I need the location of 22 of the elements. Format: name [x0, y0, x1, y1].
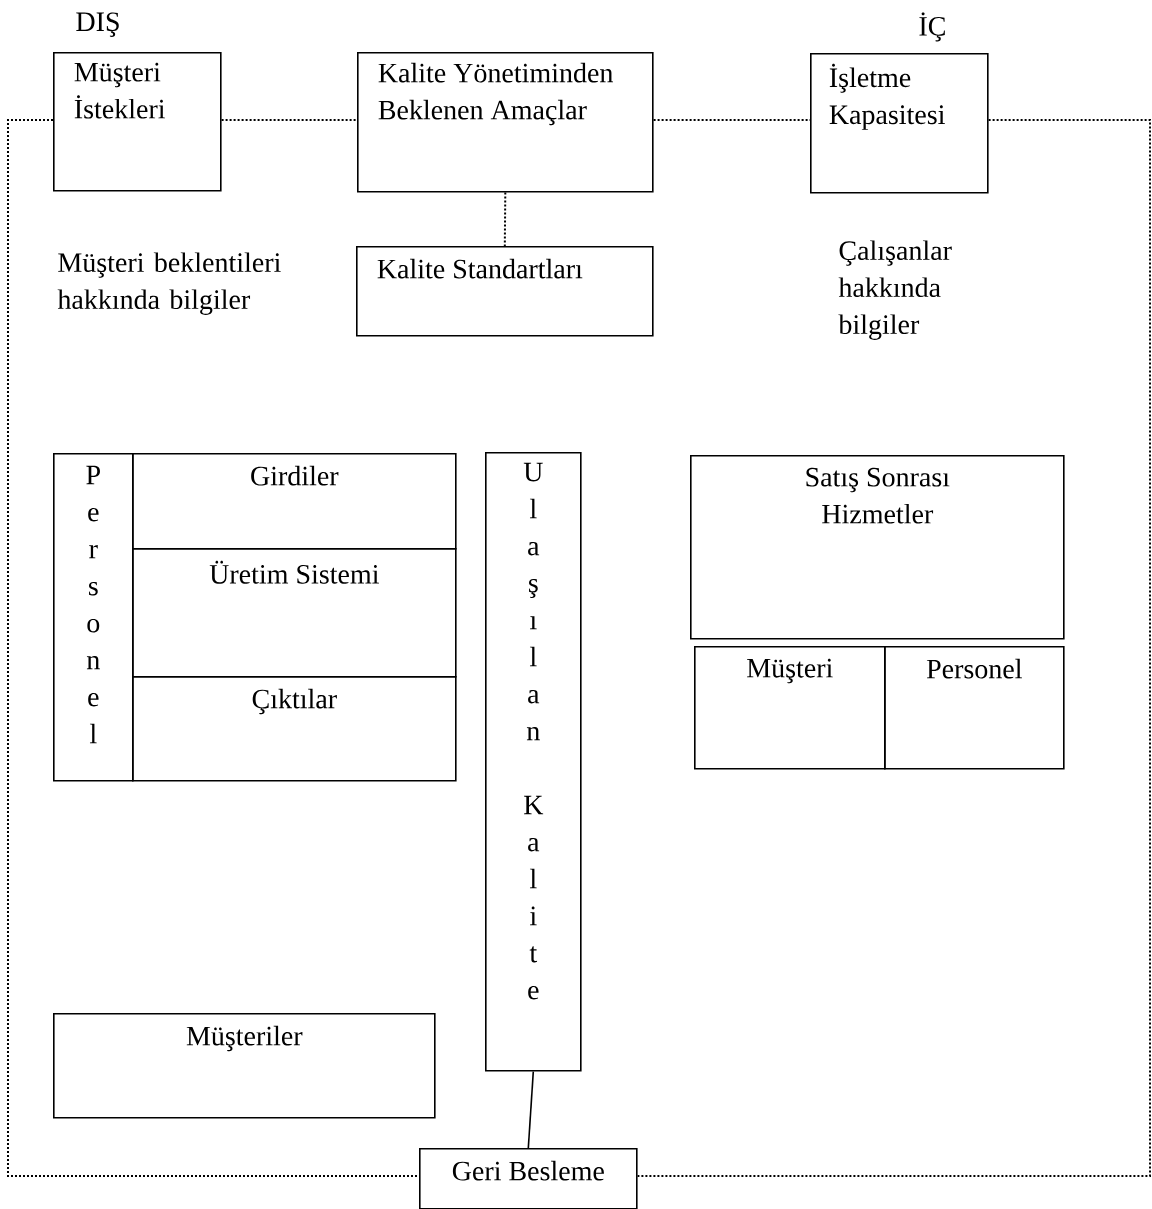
connector-line — [636, 119, 1151, 1177]
connector-line — [527, 1070, 535, 1149]
vertical-text-box: Ulaşılan Kalite — [485, 452, 582, 1072]
text-box: Çıktılar — [132, 676, 457, 782]
connector-line — [652, 119, 811, 121]
text-box: Kalite Yönetiminden Beklenen Amaçlar — [357, 52, 654, 193]
text-box: Satış Sonrası Hizmetler — [690, 455, 1065, 640]
side-label: Müşteri beklentileri hakkında bilgiler — [57, 252, 281, 315]
text-box: Müşteri İstekleri — [53, 52, 222, 192]
side-label: Çalışanlar hakkında bilgiler — [838, 240, 952, 340]
text-box: Müşteriler — [53, 1013, 436, 1119]
text-box: Üretim Sistemi — [132, 548, 457, 678]
text-box: Müşteri — [694, 646, 886, 770]
text-box: Personel — [884, 646, 1065, 770]
vertical-text-box: Personel — [53, 453, 134, 782]
connector-line — [220, 119, 358, 121]
connector-line — [7, 119, 420, 1177]
text-box: İşletme Kapasitesi — [810, 53, 989, 194]
text-box: Geri Besleme — [419, 1148, 638, 1209]
text-box: Girdiler — [132, 453, 457, 550]
text-box: Kalite Standartları — [356, 246, 654, 337]
connector-line — [503, 191, 507, 247]
